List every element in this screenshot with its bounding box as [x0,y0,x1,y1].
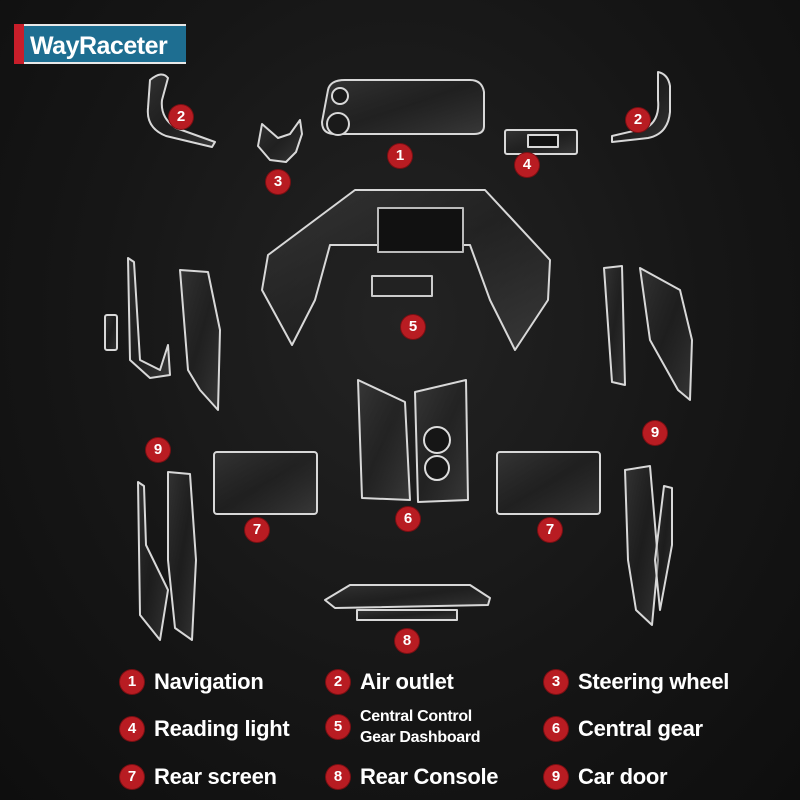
central-control-film [261,189,551,351]
part-marker: 7 [245,518,269,542]
part-marker: 6 [396,507,420,531]
part-marker: 8 [395,629,419,653]
part-marker: 2 [169,105,193,129]
legend-item-navigation: 1 Navigation [120,669,264,695]
part-marker: 4 [515,153,539,177]
legend-number: 9 [544,765,568,789]
navigation-film-hole [326,112,350,136]
logo-red-bar [14,24,24,64]
part-marker: 1 [388,144,412,168]
part-marker: 5 [401,315,425,339]
central-gear-film-left [357,379,411,501]
car-door-trim-left [127,257,171,379]
rear-console-strip [356,609,458,621]
legend-item-air-outlet: 2 Air outlet [326,669,454,695]
air-outlet-film-right [611,71,671,143]
legend-item-central-control: 5 Central Control Gear Dashboard [326,706,500,748]
legend-number: 1 [120,670,144,694]
legend-label: Steering wheel [578,669,730,694]
legend-label: Reading light [154,716,290,741]
gear-cupholder [424,455,450,481]
legend-item-steering-wheel: 3 Steering wheel [544,669,729,695]
legend-label: Air outlet [360,669,454,694]
legend-number: 2 [326,670,350,694]
legend-label: Car door [578,764,668,789]
steering-wheel-film [257,119,303,163]
part-marker: 7 [538,518,562,542]
legend-label: Rear screen [154,764,277,789]
car-door-film-lower-right [624,465,659,626]
legend-number: 6 [544,717,568,741]
brand-logo: WayRaceter [14,24,186,64]
legend-label: Rear Console [360,764,499,789]
air-outlet-film-left [146,73,216,148]
legend-label: Navigation [154,669,264,694]
legend-label: Central Control Gear Dashboard [360,708,481,746]
part-marker: 3 [266,170,290,194]
legend-number: 7 [120,765,144,789]
legend-number: 5 [326,715,350,739]
legend-label: Central gear [578,716,703,741]
legend-item-rear-screen: 7 Rear screen [120,764,277,790]
legend-number: 3 [544,670,568,694]
legend-number: 4 [120,717,144,741]
legend-item-central-gear: 6 Central gear [544,716,703,742]
rear-screen-film-left [213,451,318,515]
car-door-switch-left [104,314,118,351]
navigation-film [321,79,485,135]
car-door-trim-lower-right [654,485,673,611]
part-marker: 2 [626,108,650,132]
legend-number: 8 [326,765,350,789]
legend-item-rear-console: 8 Rear Console [326,764,499,790]
reading-light-window [527,134,559,148]
central-screen-film [377,207,464,253]
brand-name: WayRaceter [24,24,186,64]
car-door-trim-lower-left [137,481,169,641]
part-marker: 9 [643,421,667,445]
rear-console-film [324,584,491,609]
rear-screen-film-right [496,451,601,515]
car-door-film-left [179,269,221,411]
central-panel-film [371,275,433,297]
legend-item-car-door: 9 Car door [544,764,668,790]
car-door-trim-right [639,267,693,401]
navigation-film-hole [331,87,349,105]
legend-item-reading-light: 4 Reading light [120,716,290,742]
gear-cupholder [423,426,451,454]
car-door-film-right [603,265,626,386]
car-door-film-lower-left [167,471,197,641]
part-marker: 9 [146,438,170,462]
